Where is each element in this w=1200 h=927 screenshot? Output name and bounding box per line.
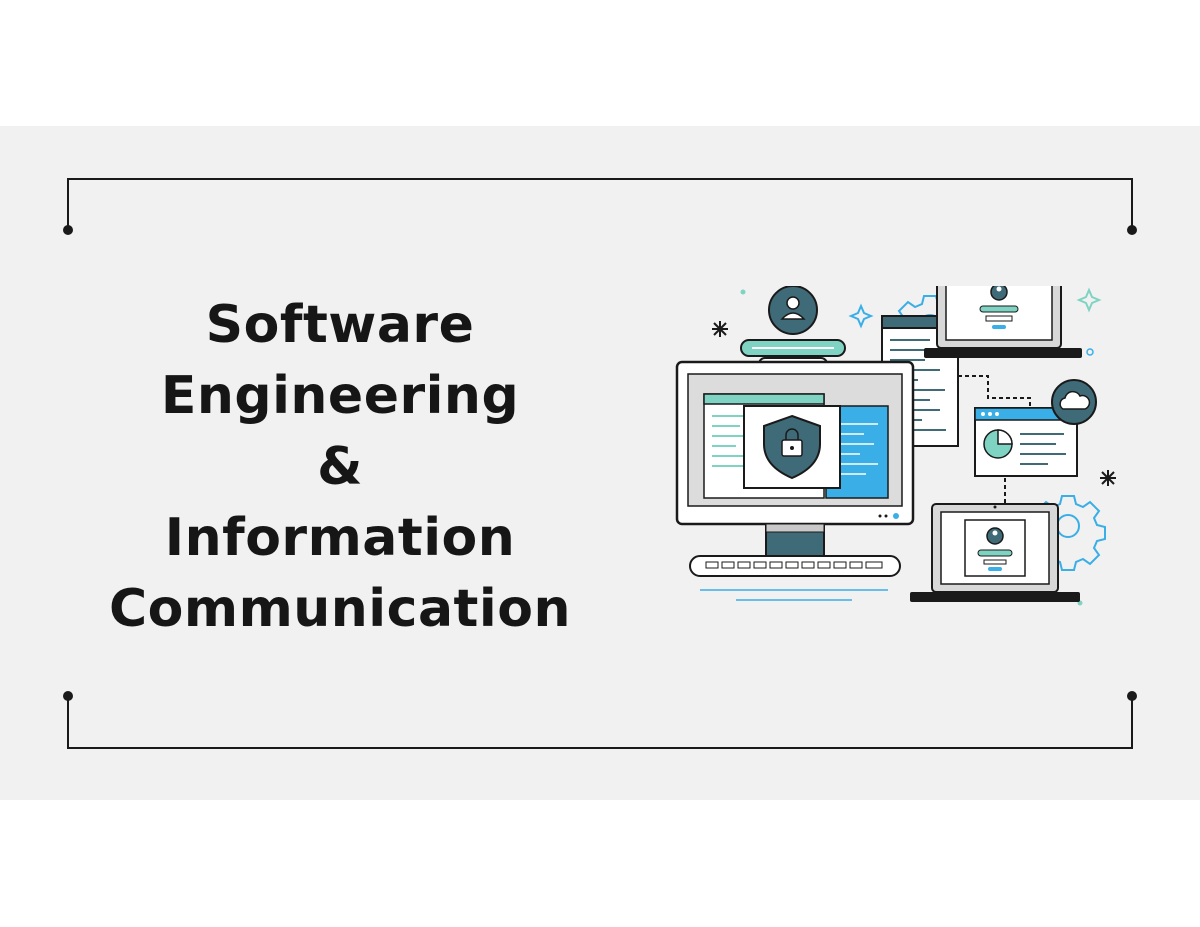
network-illustration xyxy=(675,286,1116,606)
sparkle-icon xyxy=(1100,470,1116,486)
pie-chart-icon xyxy=(983,429,1013,459)
user-icon xyxy=(768,286,818,335)
laptop-icon xyxy=(924,286,1082,358)
title-line: Information xyxy=(164,508,516,568)
sparkle-icon xyxy=(712,321,728,337)
keyboard-icon xyxy=(705,561,883,569)
title-slide: Software Engineering & Information Commu… xyxy=(0,126,1200,800)
slide-frame xyxy=(63,178,1137,749)
chart-window xyxy=(974,379,1097,477)
frame-dot xyxy=(63,691,73,701)
title-line: Communication xyxy=(109,579,571,639)
title-line: & xyxy=(317,437,363,497)
frame-dot xyxy=(63,225,73,235)
title-line: Engineering xyxy=(160,366,520,426)
star-icon xyxy=(848,303,874,329)
star-icon xyxy=(1076,287,1102,313)
frame-dot xyxy=(1127,691,1137,701)
title-line: Software xyxy=(205,295,475,355)
monitor-icon xyxy=(675,360,915,601)
laptop-icon xyxy=(910,503,1080,602)
slide-title: Software Engineering & Information Commu… xyxy=(40,290,640,645)
frame-dot xyxy=(1127,225,1137,235)
